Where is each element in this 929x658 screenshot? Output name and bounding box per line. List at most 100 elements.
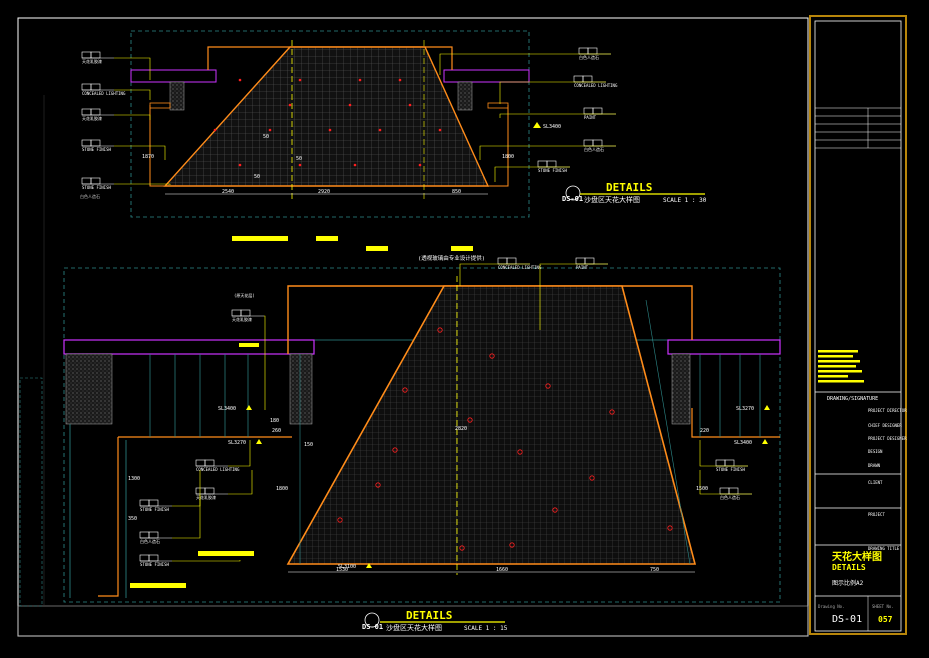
top-ceiling-slab-right: [443, 69, 530, 83]
bottom-level-triangle-4: [762, 439, 768, 444]
top-detail-code: DS-01: [562, 195, 583, 203]
bottom-label-6-leader: [172, 560, 241, 562]
title-block-drawing-title-cn: 天花大样图: [832, 550, 882, 563]
top-label-left-2-tag-b: [90, 108, 101, 116]
top-label-left-1-leader: [114, 89, 151, 100]
bottom-label-8-tag-a: [575, 257, 586, 265]
top-label-right-4-leader: [494, 166, 570, 182]
top-label-left-4-leader: [114, 183, 171, 185]
top-label-right-3-leader: [479, 145, 616, 160]
top-label-left-4-text: STONE FINISH: [82, 185, 111, 190]
tb-yellow-bar-2: [818, 360, 860, 363]
bottom-label-5-tag-b: [148, 531, 159, 539]
top-dim-5: 50: [254, 174, 260, 180]
bottom-dim-7: 350: [128, 516, 137, 522]
tb-yellow-bar-1: [818, 355, 853, 358]
bottom-label-2-text: CONCEALED LIGHTING: [196, 467, 240, 472]
bottom-tag-3: [239, 343, 259, 347]
top-red-dot-12: [418, 163, 422, 167]
bottom-level-triangle-3: [764, 405, 770, 410]
top-label-right-4-text: STONE FINISH: [538, 168, 567, 173]
bottom-label-7-text: CONCEALED LIGHTING: [498, 265, 542, 270]
bottom-detail-title: 沙盘区天花大样图: [386, 623, 442, 632]
title-block-scale-note: 图示比例A2: [832, 579, 864, 587]
top-label-left-3-tag-a: [81, 139, 92, 147]
top-detail-boundary: [130, 30, 530, 218]
bottom-level-text-3: SL3270: [736, 406, 754, 412]
top-red-dot-15: [408, 103, 412, 107]
top-level-text: SL3400: [543, 124, 561, 130]
top-red-dot-1: [298, 78, 302, 82]
top-dim-3: 50: [263, 134, 269, 140]
tb-yellow-bar-6: [818, 380, 864, 383]
title-block-drawing-title-en: DETAILS: [832, 563, 866, 572]
tb-field-5: CLIENT: [868, 480, 883, 485]
top-red-dot-13: [288, 103, 292, 107]
top-label-right-3-tag-b: [592, 139, 603, 147]
bottom-detail-code: DS-01: [362, 623, 383, 631]
top-label-right-0-text: 白色人造石: [579, 54, 599, 60]
top-red-dot-11: [353, 163, 357, 167]
bottom-label-0: (原天花层): [234, 292, 255, 298]
bottom-level-text-1: SL3270: [228, 440, 246, 446]
top-dim-4: 50: [296, 156, 302, 162]
bottom-level-triangle-1: [256, 439, 262, 444]
tb-yellow-bar-0: [818, 350, 858, 353]
title-block-signature-header: DRAWING/SIGNATURE: [827, 396, 878, 402]
bottom-red-dot-7: [609, 409, 615, 415]
bottom-label-2-tag-a: [195, 459, 206, 467]
bottom-label-6-tag-b: [148, 554, 159, 562]
top-label-right-4-tag-a: [537, 160, 548, 168]
bottom-label-2-leader: [228, 440, 251, 467]
bottom-level-triangle-2: [366, 563, 372, 568]
top-red-dot-10: [298, 163, 302, 167]
top-label-right-3-tag-a: [583, 139, 594, 147]
top-label-left-3-tag-b: [90, 139, 101, 147]
bottom-dim-1: 1660: [496, 567, 508, 573]
bottom-dim-3: 2820: [455, 426, 467, 432]
bottom-label-9-text: STONE FINISH: [716, 467, 745, 472]
bottom-label-1-tag-a: [231, 309, 242, 317]
bottom-label-9-tag-a: [715, 459, 726, 467]
bottom-dim-11: 150: [304, 442, 313, 448]
bottom-hatch-left: [65, 353, 113, 425]
bottom-level-triangle-0: [246, 405, 252, 410]
tb-field-1: CHIEF DESIGNER: [868, 423, 902, 428]
bottom-label-7-tag-a: [497, 257, 508, 265]
top-red-dot-5: [268, 128, 272, 132]
bottom-label-10-tag-b: [728, 487, 739, 495]
bottom-detail-heading: DETAILS: [406, 609, 452, 622]
bottom-red-dot-4: [467, 417, 473, 423]
top-red-dot-0: [238, 78, 242, 82]
bottom-label-9-tag-b: [724, 459, 735, 467]
top-label-left-3-leader: [114, 145, 166, 160]
top-label-right-2-tag-a: [583, 107, 594, 115]
bottom-red-dot-6: [392, 447, 398, 453]
tb-field-3: DESIGN: [868, 449, 883, 454]
top-red-dot-2: [358, 78, 362, 82]
top-label-right-2-tag-b: [592, 107, 603, 115]
top-dim-6: 1870: [142, 154, 154, 160]
top-label-right-0-leader: [439, 53, 611, 75]
tb-yellow-bar-5: [818, 375, 848, 378]
title-block-outer: [809, 15, 907, 635]
bottom-label-1-text: 天花乳胶漆: [232, 316, 252, 322]
top-label-left-0-tag-b: [90, 51, 101, 59]
top-label-left-0-tag-a: [81, 51, 92, 59]
bottom-label-1-leader: [264, 315, 266, 410]
top-label-right-0-tag-a: [578, 47, 589, 55]
bottom-left-wall: [98, 437, 119, 597]
top-detail-title: 沙盘区天花大样图: [584, 195, 640, 204]
bottom-label-10-leader: [699, 470, 752, 495]
bottom-label-8-text: PAINT: [576, 265, 589, 270]
title-block-inner: [814, 20, 902, 632]
top-label-right-0-tag-b: [587, 47, 598, 55]
top-right-light: [487, 102, 509, 109]
top-red-dot-6: [328, 128, 332, 132]
title-block: DRAWING/SIGNATURE PROJECT DIRECTORCHIEF …: [809, 15, 907, 635]
title-block-drawing-no-label: Drawing No.: [818, 604, 845, 609]
top-dim-7: 1800: [502, 154, 514, 160]
bottom-label-7-tag-b: [506, 257, 517, 265]
top-label-left-0-leader: [114, 57, 151, 80]
